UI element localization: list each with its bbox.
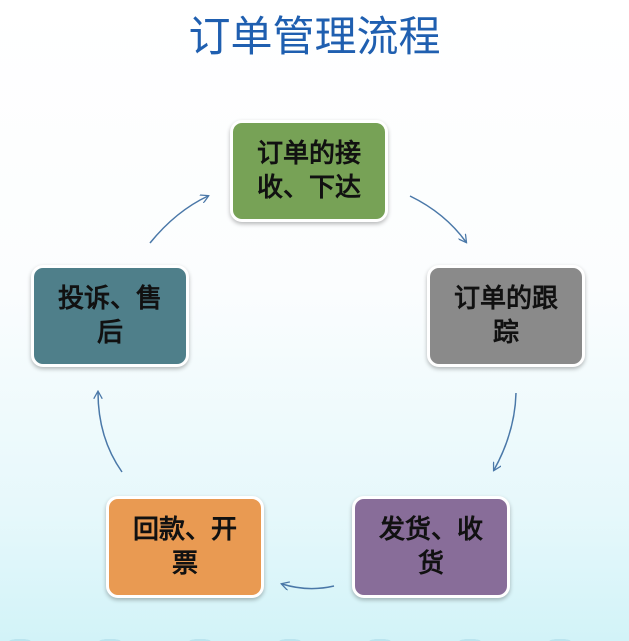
arrow-receive-to-tracking [409, 195, 466, 242]
step-payment-invoice: 回款、开 票 [106, 496, 264, 598]
step-label-line: 发货、收 [378, 515, 483, 545]
step-label-line: 货 [417, 549, 444, 579]
step-order-receive: 订单的接 收、下达 [230, 120, 388, 222]
step-order-tracking: 订单的跟 踪 [427, 265, 585, 367]
step-label-line: 后 [96, 318, 123, 348]
arrow-complaint-to-receive [149, 196, 208, 244]
step-label-line: 订单的接 [256, 139, 361, 169]
page-title: 订单管理流程 [188, 12, 441, 61]
arrow-shipping-to-payment [282, 584, 335, 589]
step-label-line: 订单的跟 [453, 284, 558, 314]
arrow-tracking-to-shipping [494, 392, 517, 470]
bottom-decoration [0, 627, 629, 641]
step-label-line: 回款、开 [132, 515, 237, 545]
step-label-line: 票 [171, 549, 198, 579]
step-label-line: 踪 [492, 318, 519, 348]
arrow-payment-to-complaint [98, 392, 123, 473]
step-complaint-aftersales: 投诉、售 后 [31, 265, 189, 367]
step-label-line: 收、下达 [256, 173, 361, 203]
step-shipping-receiving: 发货、收 货 [352, 496, 510, 598]
step-label-line: 投诉、售 [57, 284, 162, 314]
